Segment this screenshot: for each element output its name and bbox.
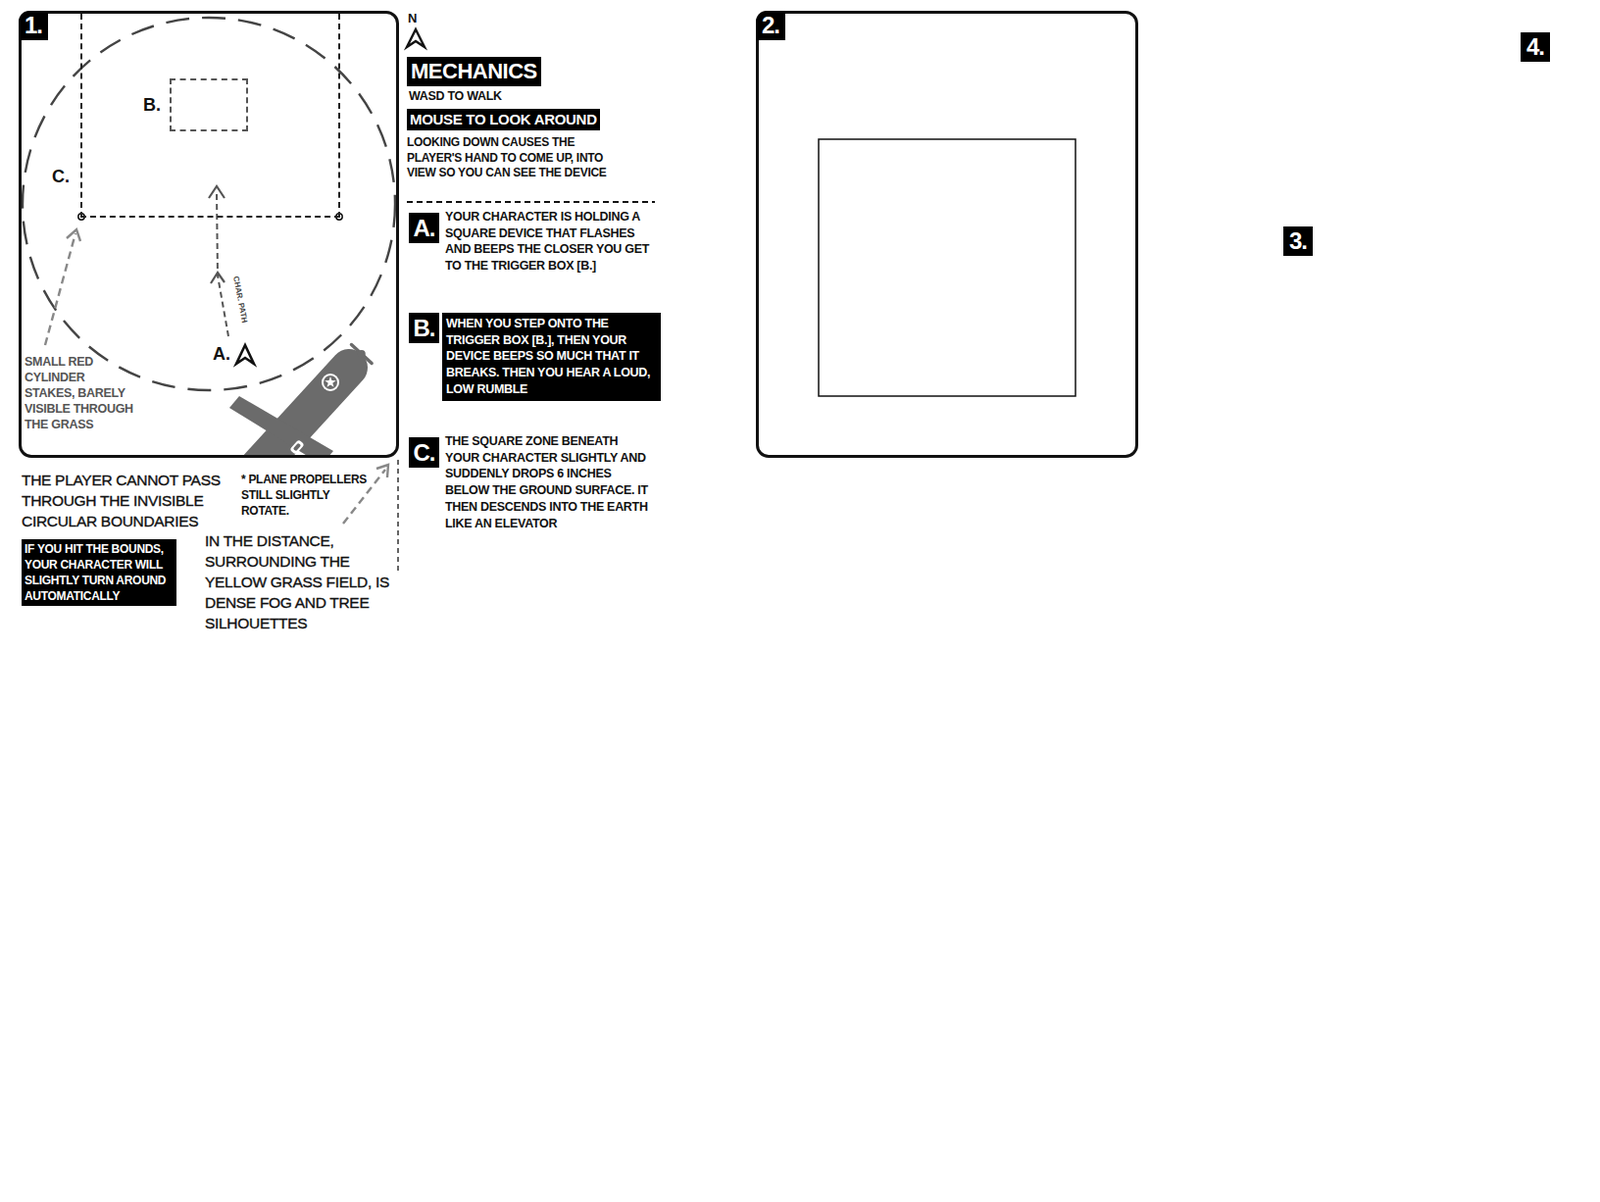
label-holder: WASD TO WALK — [408, 89, 502, 104]
label-holder: LOOKING DOWN CAUSES THE PLAYER'S HAND TO… — [406, 135, 625, 182]
elevator-zone: C.B. — [80, 13, 341, 218]
description: YOUR CHARACTER IS HOLDING A SQUARE DEVIC… — [445, 208, 655, 275]
path-label: CHAR. PATH — [231, 275, 250, 324]
panel-number: 1. — [18, 10, 49, 41]
note-text: WHEN YOU STEP ONTO THE TRIGGER BOX [B.],… — [446, 315, 657, 399]
marker-label: A. — [212, 344, 231, 365]
divider-line — [397, 459, 400, 572]
callout-letter: C. — [413, 439, 436, 467]
arrow-head — [376, 464, 389, 478]
note: THE PLAYER CANNOT PASS THROUGH THE INVIS… — [21, 469, 238, 532]
label-holder: YOUR CHARACTER IS HOLDING A SQUARE DEVIC… — [445, 208, 655, 275]
mechanic-text: MOUSE TO LOOK AROUND — [406, 108, 600, 131]
label-holder: IN THE DISTANCE, SURROUNDING THE YELLOW … — [204, 530, 394, 634]
label-holder: THE SQUARE ZONE BENEATH YOUR CHARACTER S… — [445, 433, 655, 532]
description: THE SQUARE ZONE BENEATH YOUR CHARACTER S… — [445, 433, 655, 532]
section-heading: MECHANICS — [406, 56, 542, 87]
plane-silhouette — [229, 345, 372, 456]
highlight-box: MOUSE TO LOOK AROUND — [406, 108, 600, 131]
label-holder: * PLANE PROPELLERS STILL SLIGHTLY ROTATE… — [241, 471, 379, 519]
trigger-box: B. — [169, 78, 249, 132]
panel-number: 4. — [1526, 33, 1545, 61]
arrow-head — [210, 272, 225, 284]
note-box: IF YOU HIT THE BOUNDS, YOUR CHARACTER WI… — [21, 539, 177, 606]
zone-label: C. — [51, 166, 70, 188]
note-text: IF YOU HIT THE BOUNDS, YOUR CHARACTER WI… — [24, 541, 174, 604]
north-arrow — [406, 29, 425, 48]
callout-badge: C. — [408, 437, 440, 468]
compass-letter: N — [407, 11, 417, 26]
note: * PLANE PROPELLERS STILL SLIGHTLY ROTATE… — [241, 471, 379, 519]
panel-badge: 3. — [1283, 226, 1313, 256]
label-holder: THE PLAYER CANNOT PASS THROUGH THE INVIS… — [21, 469, 238, 532]
callout-letter: A. — [413, 214, 436, 243]
panel-badge: 4. — [1520, 32, 1550, 62]
player-marker — [236, 345, 254, 364]
note: IN THE DISTANCE, SURROUNDING THE YELLOW … — [204, 530, 394, 634]
callout-letter: B. — [413, 314, 436, 343]
inner-square — [818, 139, 1076, 397]
char-path — [216, 192, 229, 337]
label-holder: A. — [212, 344, 231, 365]
label-holder: CHAR. PATH — [216, 295, 264, 304]
annotation: SMALL RED CYLINDER STAKES, BARELY VISIBL… — [24, 353, 135, 433]
callout-badge: A. — [408, 212, 440, 244]
panel-number: 2. — [755, 10, 786, 41]
panel-frame: 2. — [755, 10, 1139, 458]
mechanic-text: LOOKING DOWN CAUSES THE PLAYER'S HAND TO… — [406, 135, 625, 182]
zone-label: B. — [143, 95, 161, 116]
mechanic-text: WASD TO WALK — [408, 89, 502, 104]
heading-box: MECHANICS — [406, 56, 542, 87]
arrow-head — [66, 229, 81, 242]
label-holder: SMALL RED CYLINDER STAKES, BARELY VISIBL… — [24, 353, 135, 433]
note-box: WHEN YOU STEP ONTO THE TRIGGER BOX [B.],… — [442, 312, 661, 401]
label-holder: N — [407, 11, 417, 26]
callout-badge: B. — [408, 312, 440, 344]
arrow-head — [208, 186, 225, 199]
panel-number: 3. — [1289, 227, 1307, 255]
leader-line — [45, 233, 76, 346]
separator-line — [406, 200, 655, 203]
